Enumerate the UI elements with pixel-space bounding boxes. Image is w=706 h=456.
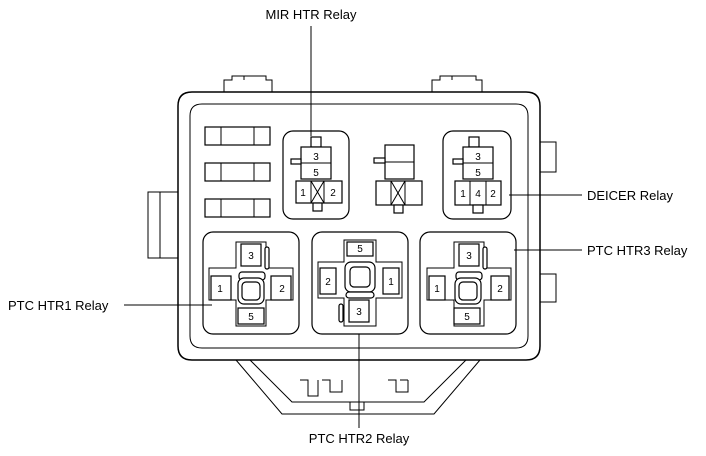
mir-pin-3: 3 bbox=[313, 152, 319, 163]
ptc-htr1-relay-socket: 3 1 2 5 bbox=[202, 231, 300, 335]
fuse-slot-3 bbox=[204, 198, 271, 218]
ptc1-pin-3: 3 bbox=[248, 251, 254, 262]
ptc3-pin-1: 1 bbox=[434, 284, 440, 295]
ptc-htr1-relay-label: PTC HTR1 Relay bbox=[8, 298, 109, 313]
ptc2-pin-2: 2 bbox=[325, 277, 331, 288]
deicer-pin-2: 2 bbox=[490, 189, 496, 200]
mir-pin-2: 2 bbox=[330, 188, 336, 199]
mir-pin-5: 5 bbox=[313, 168, 319, 179]
ptc-htr2-relay-socket: 5 2 1 3 bbox=[311, 231, 409, 335]
ptc2-pin-3: 3 bbox=[356, 307, 362, 318]
ptc3-pin-5: 5 bbox=[464, 312, 470, 323]
mir-htr-relay-label: MIR HTR Relay bbox=[265, 7, 357, 22]
ptc2-pin-1: 1 bbox=[388, 277, 394, 288]
ptc3-pin-3: 3 bbox=[466, 251, 472, 262]
ptc-htr2-relay-label: PTC HTR2 Relay bbox=[309, 431, 410, 446]
deicer-pin-4: 4 bbox=[475, 189, 481, 200]
deicer-relay-label: DEICER Relay bbox=[587, 188, 673, 203]
ptc-htr3-relay-label: PTC HTR3 Relay bbox=[587, 243, 688, 258]
ptc3-pin-2: 2 bbox=[497, 284, 503, 295]
ptc-htr3-relay-socket: 3 1 2 5 bbox=[419, 231, 517, 335]
mir-htr-relay-socket: 3 5 1 2 bbox=[282, 130, 350, 220]
fuse-slot-1 bbox=[204, 126, 271, 146]
ptc1-pin-1: 1 bbox=[217, 284, 223, 295]
leader-lines bbox=[124, 26, 582, 428]
fuse-slot-2 bbox=[204, 162, 271, 182]
deicer-pin-1: 1 bbox=[460, 189, 466, 200]
mir-pin-1: 1 bbox=[300, 188, 306, 199]
spare-relay-socket bbox=[373, 144, 423, 214]
ptc1-pin-2: 2 bbox=[279, 284, 285, 295]
ptc1-pin-5: 5 bbox=[248, 312, 254, 323]
deicer-relay-socket: 3 5 1 4 2 bbox=[442, 130, 512, 220]
ptc2-pin-5: 5 bbox=[357, 244, 363, 255]
deicer-pin-3: 3 bbox=[475, 152, 481, 163]
deicer-pin-5: 5 bbox=[475, 168, 481, 179]
